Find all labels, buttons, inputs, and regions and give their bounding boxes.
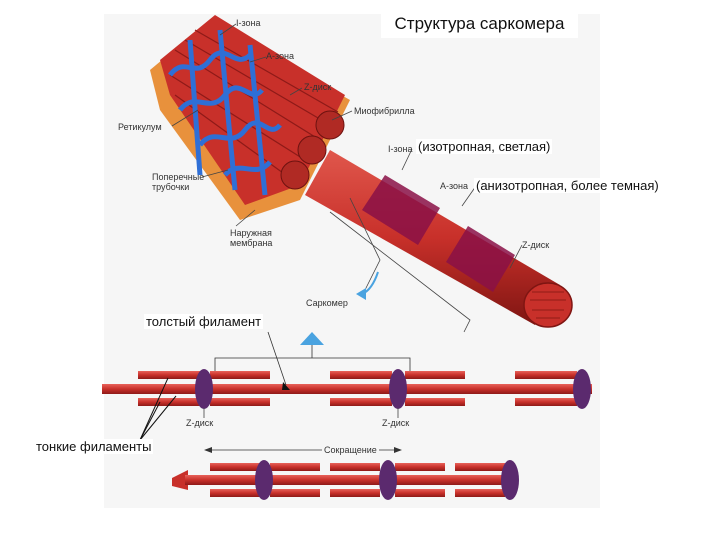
thick-filament-contracted — [185, 475, 515, 485]
annotation-isotropic: (изотропная, светлая) — [416, 139, 552, 154]
relaxed-filament-row — [102, 332, 592, 409]
label-z-disk-lower-right: Z-диск — [382, 418, 409, 428]
bracket-arrow-up — [300, 332, 324, 345]
z-disk-leaders — [204, 408, 398, 418]
myofibril-end-cap — [524, 283, 572, 327]
label-a-zone: A-зона — [266, 51, 294, 61]
label-z-disk-2: Z-диск — [522, 240, 549, 250]
sarcomere-bracket — [215, 345, 410, 373]
label-a-zone-2: A-зона — [440, 181, 468, 191]
label-myofibril: Миофибрилла — [354, 106, 415, 116]
label-i-zone: I-зона — [236, 18, 261, 28]
annotation-anisotropic: (анизотропная, более темная) — [474, 178, 661, 193]
label-contraction: Сокращение — [322, 445, 379, 455]
contracted-filament-row — [172, 460, 519, 500]
label-z-disk-lower-left: Z-диск — [186, 418, 213, 428]
label-reticulum: Ретикулум — [118, 122, 162, 132]
thick-filament-axis — [102, 384, 592, 394]
label-z-disk: Z-диск — [304, 82, 331, 92]
label-outer-membrane: Наружная мембрана — [230, 228, 284, 248]
diagram-title: Структура саркомера — [381, 10, 578, 38]
annotation-thick-filament: толстый филамент — [144, 314, 263, 329]
annotation-thin-filaments: тонкие филаменты — [34, 439, 153, 454]
label-sarcomere: Саркомер — [306, 298, 348, 308]
label-i-zone-2: I-зона — [388, 144, 413, 154]
label-transverse-tubules: Поперечные трубочки — [152, 172, 210, 192]
thick-filament-pointer — [268, 332, 286, 385]
